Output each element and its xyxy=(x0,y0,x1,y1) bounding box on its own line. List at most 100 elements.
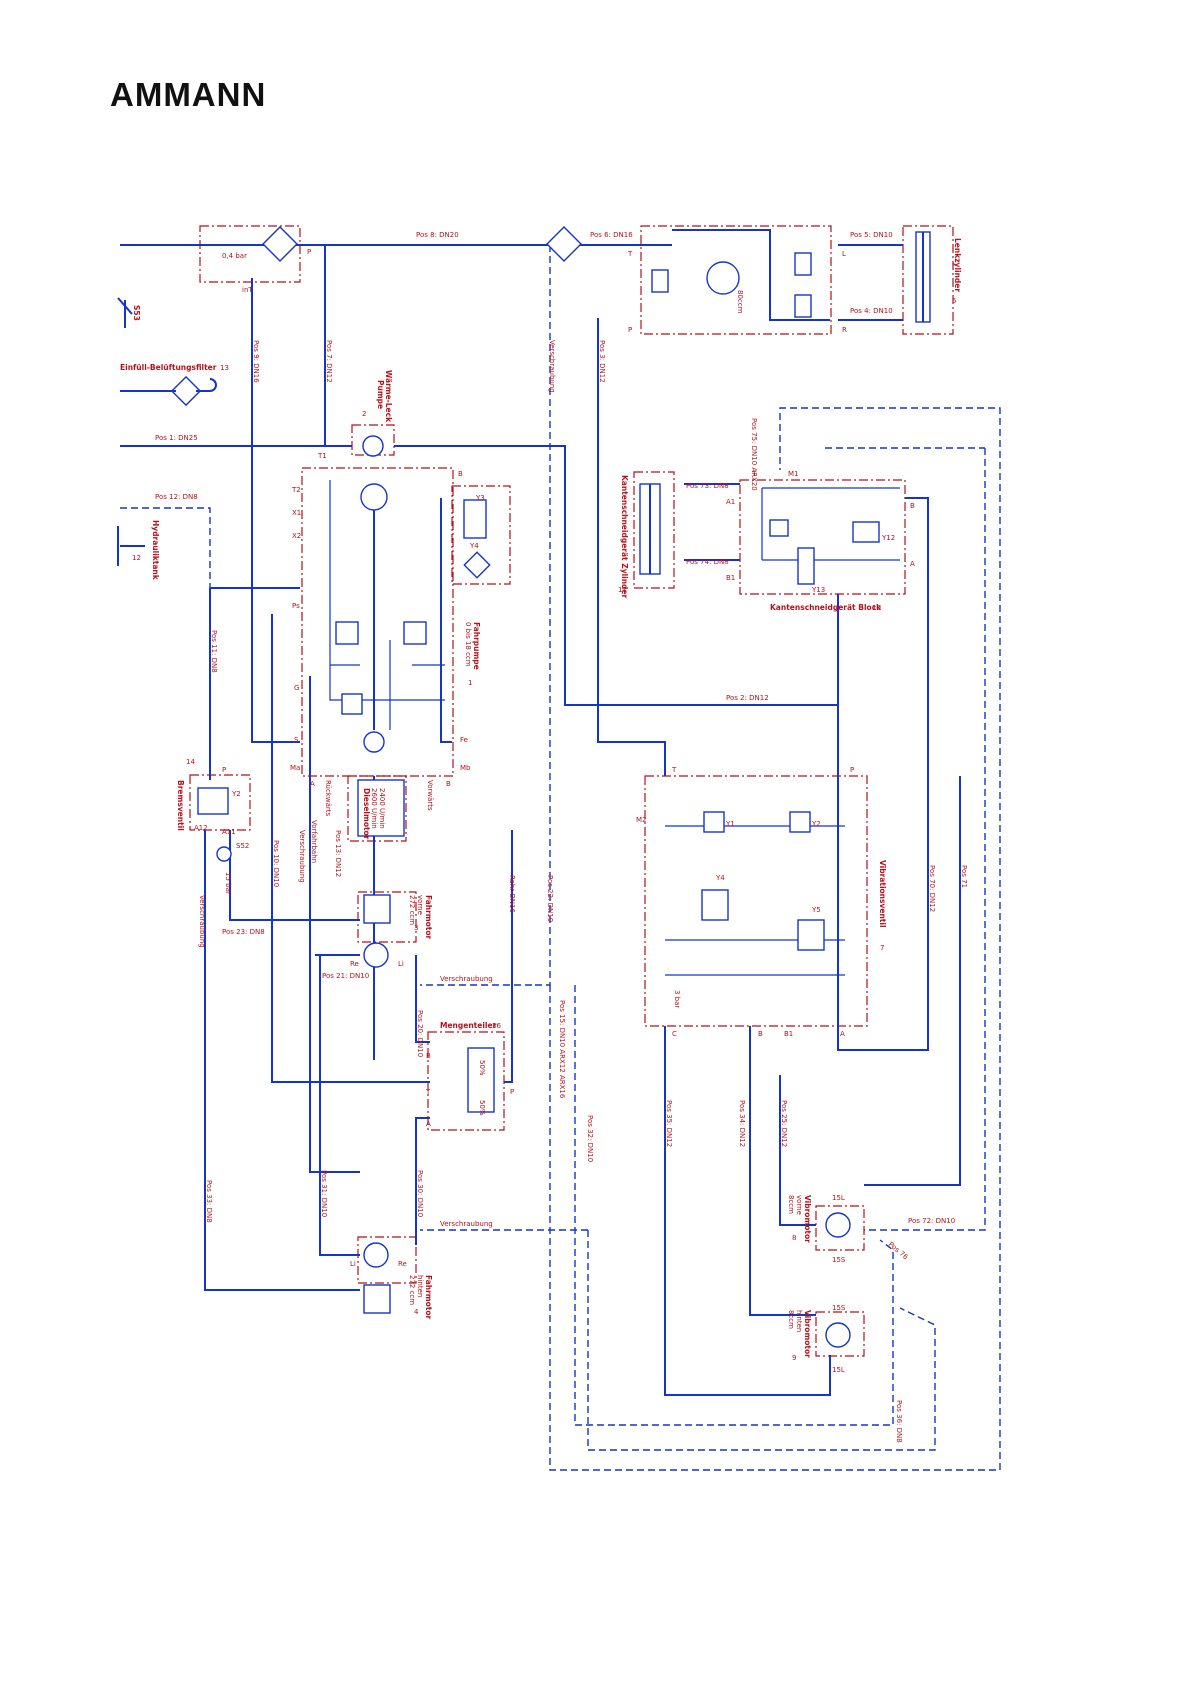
svg-text:Dieselmotor: Dieselmotor xyxy=(362,788,371,840)
pressure-cutoff-valve-icon xyxy=(341,693,363,715)
svg-text:15 bar: 15 bar xyxy=(224,872,232,895)
svg-text:Re: Re xyxy=(350,960,359,968)
pressure-switch-icon xyxy=(216,846,232,862)
svg-text:B1: B1 xyxy=(726,574,735,582)
port-labels: P inT T P L R T1 T2 X1 X2 Ps G S Fe Ma M… xyxy=(194,248,915,1374)
svg-text:Pos 1: DN25: Pos 1: DN25 xyxy=(155,434,198,442)
svg-text:Pos 30: DN10: Pos 30: DN10 xyxy=(416,1170,424,1217)
svg-text:Pos 12: DN8: Pos 12: DN8 xyxy=(155,493,198,501)
svg-text:Fahrpumpe: Fahrpumpe xyxy=(472,622,481,670)
svg-text:A1: A1 xyxy=(726,498,735,506)
svg-text:vorne: vorne xyxy=(416,895,424,915)
y12-solenoid-valve-icon xyxy=(852,521,880,543)
svg-text:2400 U/min: 2400 U/min xyxy=(378,788,386,829)
svg-text:T: T xyxy=(627,250,633,258)
svg-text:Pos 10: DN10: Pos 10: DN10 xyxy=(272,840,280,887)
breather-filter-icon xyxy=(170,375,202,407)
svg-text:Pos 11: DN8: Pos 11: DN8 xyxy=(210,630,218,673)
svg-text:Pos 3: DN12: Pos 3: DN12 xyxy=(598,340,606,383)
svg-text:Li: Li xyxy=(398,960,404,968)
svg-text:Pos 73: DN8: Pos 73: DN8 xyxy=(686,482,729,490)
svg-text:Hydrauliktank: Hydrauliktank xyxy=(151,520,160,581)
svg-text:B: B xyxy=(446,780,451,788)
relief-valve-a-icon xyxy=(335,621,359,645)
svg-text:4: 4 xyxy=(414,1308,419,1316)
rear-gearbox-icon xyxy=(363,1284,391,1314)
y13-solenoid-valve-icon xyxy=(797,547,815,585)
svg-text:Wärme-Leck: Wärme-Leck xyxy=(384,370,393,423)
svg-text:Y2: Y2 xyxy=(811,820,821,828)
svg-text:Pos 32: DN10: Pos 32: DN10 xyxy=(586,1115,594,1162)
steering-unit-icon xyxy=(706,261,740,295)
svg-text:Verschraubung: Verschraubung xyxy=(440,1220,493,1228)
svg-text:A12: A12 xyxy=(194,824,208,832)
svg-text:Mb: Mb xyxy=(460,764,471,772)
svg-text:T1: T1 xyxy=(317,452,327,460)
svg-text:3: 3 xyxy=(414,924,418,932)
svg-text:hinten: hinten xyxy=(416,1275,424,1297)
svg-text:A: A xyxy=(840,1030,845,1038)
svg-text:Fe: Fe xyxy=(460,736,468,744)
svg-text:Kantenschneidgerät Block: Kantenschneidgerät Block xyxy=(770,603,882,612)
svg-text:Pos 8: DN20: Pos 8: DN20 xyxy=(416,231,459,239)
svg-text:P: P xyxy=(850,766,854,774)
svg-text:Ps: Ps xyxy=(292,602,300,610)
svg-text:Verschraubung: Verschraubung xyxy=(298,830,306,883)
y4-solenoid-valve-icon xyxy=(701,889,729,921)
svg-text:hinten: hinten xyxy=(795,1310,803,1332)
svg-text:Einfüll-Belüftungsfilter: Einfüll-Belüftungsfilter xyxy=(120,363,217,372)
svg-text:15L: 15L xyxy=(832,1194,845,1202)
svg-text:Y4: Y4 xyxy=(469,542,479,550)
svg-text:G: G xyxy=(294,684,299,692)
svg-text:Pos 74: DN8: Pos 74: DN8 xyxy=(686,558,729,566)
brake-valve-icon xyxy=(197,787,229,815)
svg-text:A: A xyxy=(310,780,315,788)
svg-text:1: 1 xyxy=(468,679,472,687)
svg-text:P: P xyxy=(510,1088,514,1096)
svg-text:Pos 22: DN10: Pos 22: DN10 xyxy=(546,875,554,922)
svg-text:A11: A11 xyxy=(222,828,236,836)
svg-text:Vibromotor: Vibromotor xyxy=(803,1195,812,1243)
svg-text:A: A xyxy=(426,1120,431,1128)
svg-text:8ccm: 8ccm xyxy=(787,1310,795,1329)
svg-text:Vibrationsventil: Vibrationsventil xyxy=(878,860,887,928)
svg-text:Verschraubung: Verschraubung xyxy=(440,975,493,983)
svg-text:Ma: Ma xyxy=(290,764,300,772)
svg-text:B: B xyxy=(758,1030,763,1038)
svg-text:36: 36 xyxy=(492,1022,501,1030)
svg-text:Li: Li xyxy=(350,1260,356,1268)
svg-text:15S: 15S xyxy=(832,1304,846,1312)
svg-text:T2: T2 xyxy=(291,486,301,494)
svg-text:Y3: Y3 xyxy=(475,494,485,502)
svg-text:9: 9 xyxy=(792,1354,796,1362)
component-boxes xyxy=(189,225,954,1357)
svg-text:Rohr DN16: Rohr DN16 xyxy=(508,875,516,913)
svg-text:2: 2 xyxy=(362,410,366,418)
svg-text:Bremsventil: Bremsventil xyxy=(176,780,185,831)
svg-text:Y12: Y12 xyxy=(881,534,895,542)
svg-text:Pos 72: DN10: Pos 72: DN10 xyxy=(908,1217,955,1225)
steering-shock-valve-a-icon xyxy=(794,252,812,276)
svg-text:L: L xyxy=(842,250,846,258)
svg-text:Pos 33: DN8: Pos 33: DN8 xyxy=(205,1180,213,1223)
svg-text:Pumpe: Pumpe xyxy=(376,380,385,409)
svg-text:Pos 13: DN12: Pos 13: DN12 xyxy=(334,830,342,877)
svg-text:P: P xyxy=(307,248,311,256)
rear-vibration-motor-icon xyxy=(825,1322,851,1348)
svg-text:S53: S53 xyxy=(132,305,141,321)
drain-lines xyxy=(120,245,1001,1471)
svg-text:7: 7 xyxy=(880,944,884,952)
svg-text:13: 13 xyxy=(220,364,229,372)
svg-text:Pos 15: DN10 ARX12 ARX16: Pos 15: DN10 ARX12 ARX16 xyxy=(558,1000,566,1099)
svg-text:272 ccm: 272 ccm xyxy=(408,895,416,925)
svg-text:B: B xyxy=(910,502,915,510)
vibration-relief-valve-1-icon xyxy=(703,811,725,833)
tank-symbols xyxy=(117,297,145,566)
svg-text:Mengenteiler: Mengenteiler xyxy=(440,1021,497,1030)
svg-text:8: 8 xyxy=(792,1234,796,1242)
front-drive-motor-icon xyxy=(363,942,389,968)
svg-text:0,4 bar: 0,4 bar xyxy=(222,252,247,260)
wear-leak-pump-icon xyxy=(362,435,384,457)
svg-text:Pos 2: DN12: Pos 2: DN12 xyxy=(726,694,769,702)
svg-text:Y1: Y1 xyxy=(725,820,735,828)
